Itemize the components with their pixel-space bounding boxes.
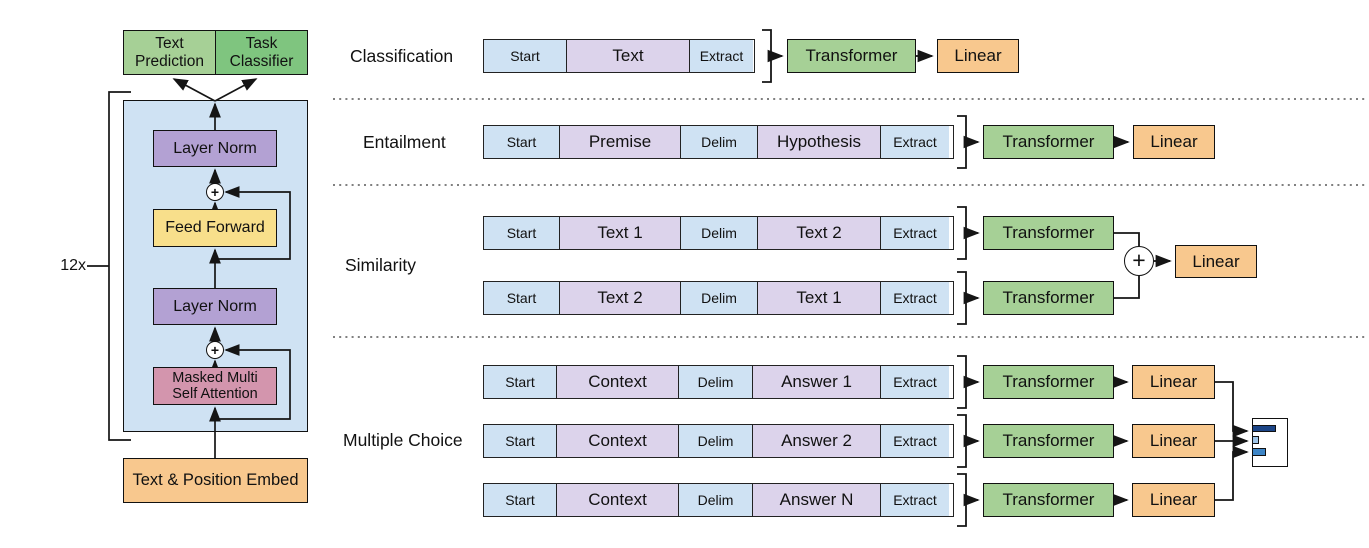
token-delim: Delim — [678, 484, 752, 516]
token-extract: Extract — [880, 217, 949, 249]
text-prediction-box: Text Prediction — [124, 31, 216, 74]
transformer-box: Transformer — [983, 125, 1114, 159]
token-start: Start — [484, 366, 556, 398]
linear-box: Linear — [937, 39, 1019, 73]
entailment-token-row: Start Premise Delim Hypothesis Extract — [483, 125, 954, 159]
token-delim: Delim — [680, 282, 757, 314]
score-bar — [1252, 448, 1266, 456]
answer-score-chart — [1252, 418, 1288, 467]
token-extract: Extract — [880, 425, 949, 457]
similarity-token-row-1: Start Text 1 Delim Text 2 Extract — [483, 216, 954, 250]
similarity-token-row-2: Start Text 2 Delim Text 1 Extract — [483, 281, 954, 315]
masked-attention-line1: Masked Multi — [172, 369, 258, 386]
token-hypothesis: Hypothesis — [757, 126, 880, 158]
token-delim: Delim — [678, 425, 752, 457]
token-answer1: Answer 1 — [752, 366, 880, 398]
masked-attention-box: Masked Multi Self Attention — [153, 367, 277, 405]
token-start: Start — [484, 126, 559, 158]
token-start: Start — [484, 425, 556, 457]
token-delim: Delim — [680, 217, 757, 249]
score-bar — [1252, 425, 1276, 432]
token-extract: Extract — [880, 282, 949, 314]
multiple-choice-token-row-2: Start Context Delim Answer 2 Extract — [483, 424, 954, 458]
linear-box: Linear — [1133, 125, 1215, 159]
token-premise: Premise — [559, 126, 680, 158]
layer-norm-bottom-box: Layer Norm — [153, 288, 277, 325]
score-bar — [1252, 436, 1259, 444]
linear-box: Linear — [1175, 245, 1257, 278]
masked-attention-line2: Self Attention — [172, 386, 258, 402]
add-icon: + — [1124, 246, 1154, 276]
transformer-box: Transformer — [983, 281, 1114, 315]
transformer-box: Transformer — [983, 216, 1114, 250]
token-start: Start — [484, 282, 559, 314]
transformer-box: Transformer — [787, 39, 916, 73]
token-text: Text — [566, 40, 689, 72]
token-extract: Extract — [880, 366, 949, 398]
output-heads: Text Prediction Task Classifier — [123, 30, 308, 75]
feed-forward-box: Feed Forward — [153, 209, 277, 247]
token-context: Context — [556, 484, 678, 516]
token-extract: Extract — [880, 484, 949, 516]
entailment-label: Entailment — [363, 132, 446, 152]
multiple-choice-token-row-3: Start Context Delim Answer N Extract — [483, 483, 954, 517]
transformer-box: Transformer — [983, 483, 1114, 517]
token-text1: Text 1 — [757, 282, 880, 314]
token-extract: Extract — [689, 40, 753, 72]
repeat-count-label: 12x — [60, 257, 86, 274]
multiple-choice-label: Multiple Choice — [343, 430, 463, 450]
token-answerN: Answer N — [752, 484, 880, 516]
add-icon: + — [206, 341, 224, 359]
token-text1: Text 1 — [559, 217, 680, 249]
token-answer2: Answer 2 — [752, 425, 880, 457]
token-context: Context — [556, 425, 678, 457]
token-start: Start — [484, 484, 556, 516]
task-classifier-box: Task Classifier — [216, 31, 307, 74]
transformer-box: Transformer — [983, 424, 1114, 458]
token-text2: Text 2 — [757, 217, 880, 249]
token-delim: Delim — [680, 126, 757, 158]
token-delim: Delim — [678, 366, 752, 398]
layer-norm-top-box: Layer Norm — [153, 130, 277, 167]
token-context: Context — [556, 366, 678, 398]
linear-box: Linear — [1132, 365, 1215, 399]
transformer-box: Transformer — [983, 365, 1114, 399]
classification-token-row: Start Text Extract — [483, 39, 755, 73]
linear-box: Linear — [1132, 424, 1215, 458]
linear-box: Linear — [1132, 483, 1215, 517]
token-extract: Extract — [880, 126, 949, 158]
multiple-choice-token-row-1: Start Context Delim Answer 1 Extract — [483, 365, 954, 399]
add-icon: + — [206, 183, 224, 201]
classification-label: Classification — [350, 46, 454, 66]
token-start: Start — [484, 217, 559, 249]
token-text2: Text 2 — [559, 282, 680, 314]
similarity-label: Similarity — [345, 255, 416, 275]
token-start: Start — [484, 40, 566, 72]
embedding-box: Text & Position Embed — [123, 458, 308, 503]
